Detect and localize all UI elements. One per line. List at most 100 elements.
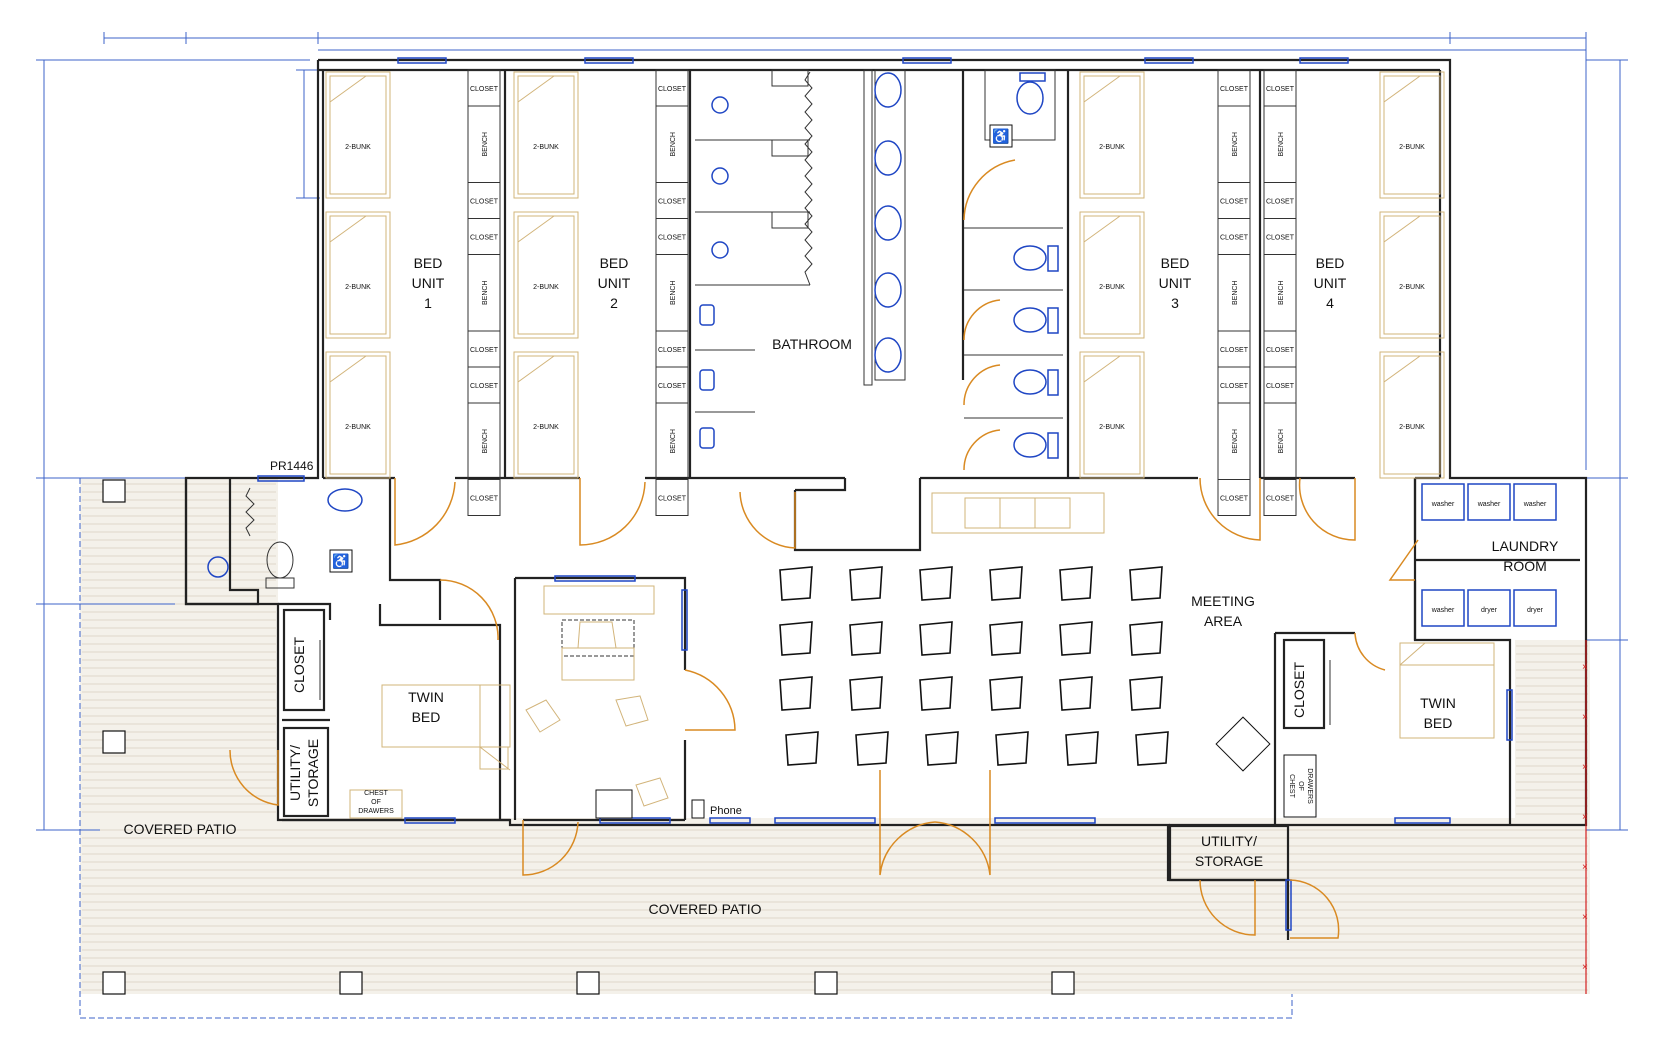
bench: BENCH bbox=[655, 105, 689, 183]
bench-label: BENCH bbox=[1232, 429, 1239, 454]
closet-label: CLOSET bbox=[470, 199, 499, 206]
washer: washer bbox=[1421, 483, 1465, 521]
utility-bottom-line1: UTILITY/ bbox=[1201, 833, 1257, 849]
washer: washer bbox=[1421, 589, 1465, 627]
closet-label: CLOSET bbox=[1220, 383, 1249, 390]
bed-unit-4-line1: BED bbox=[1316, 255, 1345, 271]
chair bbox=[1065, 731, 1099, 766]
bench: BENCH bbox=[1217, 402, 1251, 480]
chair bbox=[1135, 731, 1169, 766]
side-table bbox=[1215, 716, 1271, 772]
closet: CLOSET bbox=[467, 330, 501, 368]
dryer-label: dryer bbox=[1527, 607, 1544, 614]
closet: CLOSET bbox=[655, 330, 689, 368]
chair bbox=[849, 566, 883, 601]
bunk-label: 2-BUNK bbox=[1399, 284, 1425, 291]
closet-label: CLOSET bbox=[1220, 199, 1249, 206]
right-wing-furniture bbox=[1282, 638, 1495, 818]
bunk-beds: 2-BUNK 2-BUNK 2-BUNK 2-BUNK 2-BUNK 2-BUNK 2-BU… bbox=[325, 71, 1445, 479]
bed-unit-1-line1: BED bbox=[414, 255, 443, 271]
closet: CLOSET bbox=[1263, 366, 1297, 404]
chair bbox=[995, 731, 1029, 766]
bed-unit-1-line2: UNIT bbox=[412, 275, 445, 291]
chair bbox=[989, 621, 1023, 656]
accessibility-icon: ♿ bbox=[992, 128, 1009, 145]
closet: CLOSET bbox=[655, 69, 689, 107]
chair bbox=[855, 731, 889, 766]
left-wing-boxes bbox=[282, 608, 330, 818]
dryer-label: dryer bbox=[1481, 607, 1498, 614]
patio-post bbox=[339, 971, 363, 995]
railing-mark-icon: × bbox=[1582, 662, 1588, 673]
railing-mark-icon: × bbox=[1582, 712, 1588, 723]
bed-unit-3-line3: 3 bbox=[1171, 295, 1179, 311]
bench-label: BENCH bbox=[670, 132, 677, 157]
bathroom-fixtures: ♿ bbox=[695, 69, 1063, 459]
chest-left-line3: DRAWERS bbox=[358, 808, 394, 815]
bunk-bed: 2-BUNK bbox=[325, 71, 391, 199]
closet-label: CLOSET bbox=[658, 383, 687, 390]
bunk-label: 2-BUNK bbox=[1399, 144, 1425, 151]
twin-bed-left-line1: TWIN bbox=[408, 689, 444, 705]
bench: BENCH bbox=[1263, 105, 1297, 183]
closet-label: CLOSET bbox=[658, 86, 687, 93]
accessibility-icon: ♿ bbox=[332, 553, 349, 570]
room-labels: PR1446 BED UNIT 1 BED UNIT 2 BED UNIT 3 … bbox=[123, 255, 1559, 917]
bed-unit-1-line3: 1 bbox=[424, 295, 432, 311]
laundry-machines: washer washer washer washer dryer dryer bbox=[1421, 483, 1557, 627]
bench-label: BENCH bbox=[1278, 132, 1285, 157]
covered-patio-left-label: COVERED PATIO bbox=[123, 821, 236, 837]
closet-label: CLOSET bbox=[1220, 235, 1249, 242]
bed-unit-2-line3: 2 bbox=[610, 295, 618, 311]
chair bbox=[925, 731, 959, 766]
closet: CLOSET bbox=[1263, 330, 1297, 368]
bench: BENCH bbox=[467, 105, 501, 183]
closet-label: CLOSET bbox=[1266, 347, 1295, 354]
bed-unit-2-line2: UNIT bbox=[598, 275, 631, 291]
chair bbox=[1129, 621, 1163, 656]
patio-post bbox=[576, 971, 600, 995]
closet-label: CLOSET bbox=[470, 347, 499, 354]
bunk-bed: 2-BUNK bbox=[1379, 71, 1445, 199]
washer: washer bbox=[1513, 483, 1557, 521]
chest-right-line2: OF bbox=[1297, 781, 1304, 791]
twin-bed-right-line1: TWIN bbox=[1420, 695, 1456, 711]
closet: CLOSET bbox=[655, 182, 689, 219]
windows bbox=[257, 57, 1513, 931]
bunk-label: 2-BUNK bbox=[533, 284, 559, 291]
railing-mark-icon: × bbox=[1582, 812, 1588, 823]
closet: CLOSET bbox=[655, 479, 689, 516]
closet: CLOSET bbox=[467, 69, 501, 107]
twin-bed-left bbox=[349, 684, 511, 819]
closet-label: CLOSET bbox=[658, 199, 687, 206]
deck-area bbox=[79, 478, 1590, 1019]
utility-bottom-line2: STORAGE bbox=[1195, 853, 1263, 869]
bed-unit-4-line3: 4 bbox=[1326, 295, 1334, 311]
chair bbox=[1129, 566, 1163, 601]
bench-label: BENCH bbox=[1232, 280, 1239, 305]
patio-posts bbox=[102, 479, 1075, 995]
chair bbox=[779, 566, 813, 601]
bench: BENCH bbox=[1263, 254, 1297, 332]
chest-left-line1: CHEST bbox=[364, 790, 388, 797]
chair bbox=[779, 676, 813, 711]
covered-patio-bottom-label: COVERED PATIO bbox=[648, 901, 761, 917]
closet: CLOSET bbox=[1263, 69, 1297, 107]
closet-label: CLOSET bbox=[470, 86, 499, 93]
closet-label: CLOSET bbox=[1220, 496, 1249, 503]
interior-walls bbox=[184, 68, 1580, 825]
dryer: dryer bbox=[1513, 589, 1557, 627]
railing-mark-icon: × bbox=[1582, 962, 1588, 973]
twin-bed-left-line2: BED bbox=[412, 709, 441, 725]
washer-label: washer bbox=[1477, 501, 1501, 508]
bunk-label: 2-BUNK bbox=[345, 284, 371, 291]
bench: BENCH bbox=[467, 402, 501, 480]
chair bbox=[1059, 676, 1093, 711]
bunk-bed: 2-BUNK bbox=[1079, 351, 1145, 479]
bunk-bed: 2-BUNK bbox=[1379, 351, 1445, 479]
bunk-label: 2-BUNK bbox=[533, 424, 559, 431]
bench-label: BENCH bbox=[482, 132, 489, 157]
closet: CLOSET bbox=[1217, 330, 1251, 368]
closet-label: CLOSET bbox=[470, 496, 499, 503]
chair bbox=[1059, 566, 1093, 601]
